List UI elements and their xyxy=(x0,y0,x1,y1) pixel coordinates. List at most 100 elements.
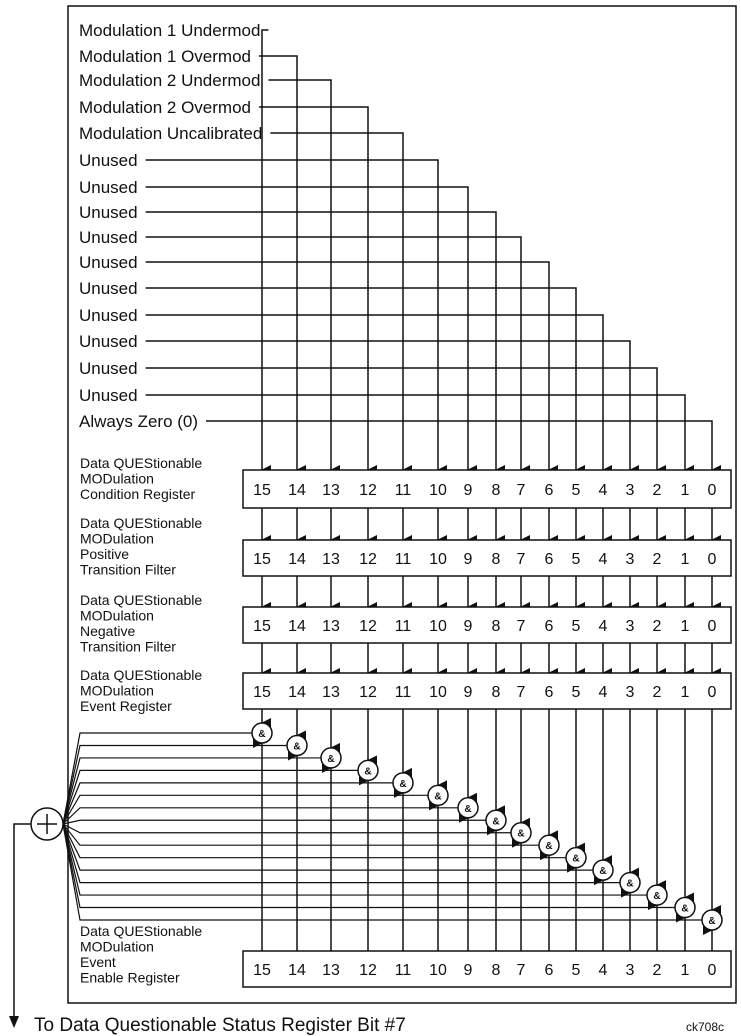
register-bit-number: 15 xyxy=(253,551,271,568)
register-box xyxy=(242,672,732,710)
register-bit-number: 9 xyxy=(464,684,473,701)
and-gate xyxy=(457,797,479,819)
register-bit-number: 2 xyxy=(653,551,662,568)
bit-connector xyxy=(258,55,306,475)
register-bit-number: 10 xyxy=(429,551,447,568)
and-gate-symbol: & xyxy=(517,829,524,840)
register-bit-number: 0 xyxy=(708,684,717,701)
and-gate xyxy=(619,871,641,894)
register-bit-number: 4 xyxy=(599,618,608,635)
register-label: Data QUEStionable xyxy=(80,923,202,939)
and-gate xyxy=(592,859,614,881)
register-bit-number: 1 xyxy=(681,551,690,568)
and-gate xyxy=(357,759,379,782)
bit-label: Always Zero (0) xyxy=(79,412,198,431)
bit-connector xyxy=(145,186,477,475)
register-bit-number: 10 xyxy=(429,482,447,499)
and-gate xyxy=(251,722,273,744)
gate-to-sum xyxy=(62,823,620,884)
bit-label: Unused xyxy=(79,203,138,222)
gate-to-sum xyxy=(62,794,428,825)
register-label: Condition Register xyxy=(80,486,196,502)
destination-label: To Data Questionable Status Register Bit… xyxy=(34,1015,406,1036)
connector-lines xyxy=(62,29,721,951)
register-bit-number: 13 xyxy=(322,482,340,499)
register-bit-number: 9 xyxy=(464,482,473,499)
register-bit-number: 13 xyxy=(322,551,340,568)
register-bit-number: 15 xyxy=(253,962,271,979)
and-gate xyxy=(286,734,308,757)
register-label: Negative xyxy=(80,623,135,639)
register-bit-number: 4 xyxy=(599,684,608,701)
and-gate-symbol: & xyxy=(708,916,715,927)
bit-connector xyxy=(145,394,694,475)
register-bit-number: 5 xyxy=(572,962,581,979)
and-gate xyxy=(538,834,560,856)
output-arrow xyxy=(9,1016,19,1028)
register-bit-number: 13 xyxy=(322,618,340,635)
register-bit-number: 13 xyxy=(322,962,340,979)
bit-label: Modulation Uncalibrated xyxy=(79,124,262,143)
register-bit-number: 8 xyxy=(492,962,501,979)
register-bit-number: 5 xyxy=(572,551,581,568)
and-gate-symbol: & xyxy=(572,854,579,865)
and-gate-symbol: & xyxy=(399,779,406,790)
and-gate-symbol: & xyxy=(545,841,552,852)
register-label: Data QUEStionable xyxy=(80,455,202,471)
register-bit-number: 12 xyxy=(359,684,377,701)
register-bit-number: 7 xyxy=(517,482,526,499)
register-box xyxy=(242,950,732,988)
register-label: MODulation xyxy=(80,939,154,955)
register-bit-number: 15 xyxy=(253,684,271,701)
and-gate-symbol: & xyxy=(492,816,499,827)
register-bit-number: 1 xyxy=(681,684,690,701)
register-bit-number: 8 xyxy=(492,618,501,635)
register-bit-number: 5 xyxy=(572,482,581,499)
register-bit-number: 8 xyxy=(492,684,501,701)
and-gate-symbol: & xyxy=(464,804,471,815)
register-bit-number: 0 xyxy=(708,618,717,635)
register-bit-number: 10 xyxy=(429,684,447,701)
bit-connector xyxy=(206,420,721,475)
register-label: MODulation xyxy=(80,683,154,699)
register-bit-number: 9 xyxy=(464,551,473,568)
gate-to-sum xyxy=(62,744,287,825)
register-bit-number: 3 xyxy=(626,962,635,979)
and-gate-symbol: & xyxy=(653,891,660,902)
register-bit-number: 3 xyxy=(626,684,635,701)
register-label: MODulation xyxy=(80,608,154,624)
bit-label: Unused xyxy=(79,359,138,378)
register-bit-number: 14 xyxy=(288,482,306,499)
register-bit-number: 9 xyxy=(464,962,473,979)
bit-label: Unused xyxy=(79,306,138,325)
register-bit-number: 14 xyxy=(288,684,306,701)
and-gate xyxy=(701,909,723,931)
gate-to-sum xyxy=(62,732,252,825)
bit-label: Unused xyxy=(79,253,138,272)
register-bit-number: 10 xyxy=(429,962,447,979)
gate-to-sum xyxy=(62,823,539,846)
and-gate-symbol: & xyxy=(293,741,300,752)
register-bit-number: 14 xyxy=(288,962,306,979)
bit-label: Unused xyxy=(79,332,138,351)
register-bit-number: 15 xyxy=(253,618,271,635)
and-gate-symbol: & xyxy=(599,866,606,877)
register-box xyxy=(242,539,732,577)
bit-connector xyxy=(145,159,447,475)
register-bit-number: 6 xyxy=(545,482,554,499)
bit-connector xyxy=(268,79,340,475)
register-bit-number: 11 xyxy=(395,618,412,635)
and-gate xyxy=(646,884,668,906)
and-gate-symbol: & xyxy=(626,879,633,890)
register-bit-number: 7 xyxy=(517,684,526,701)
bit-label: Unused xyxy=(79,151,138,170)
register-label: Data QUEStionable xyxy=(80,515,202,531)
register-bit-number: 6 xyxy=(545,962,554,979)
bit-label: Unused xyxy=(79,386,138,405)
and-gate xyxy=(674,896,696,919)
register-bit-number: 2 xyxy=(653,962,662,979)
register-label: Enable Register xyxy=(80,970,180,986)
and-gate-symbol: & xyxy=(364,766,371,777)
